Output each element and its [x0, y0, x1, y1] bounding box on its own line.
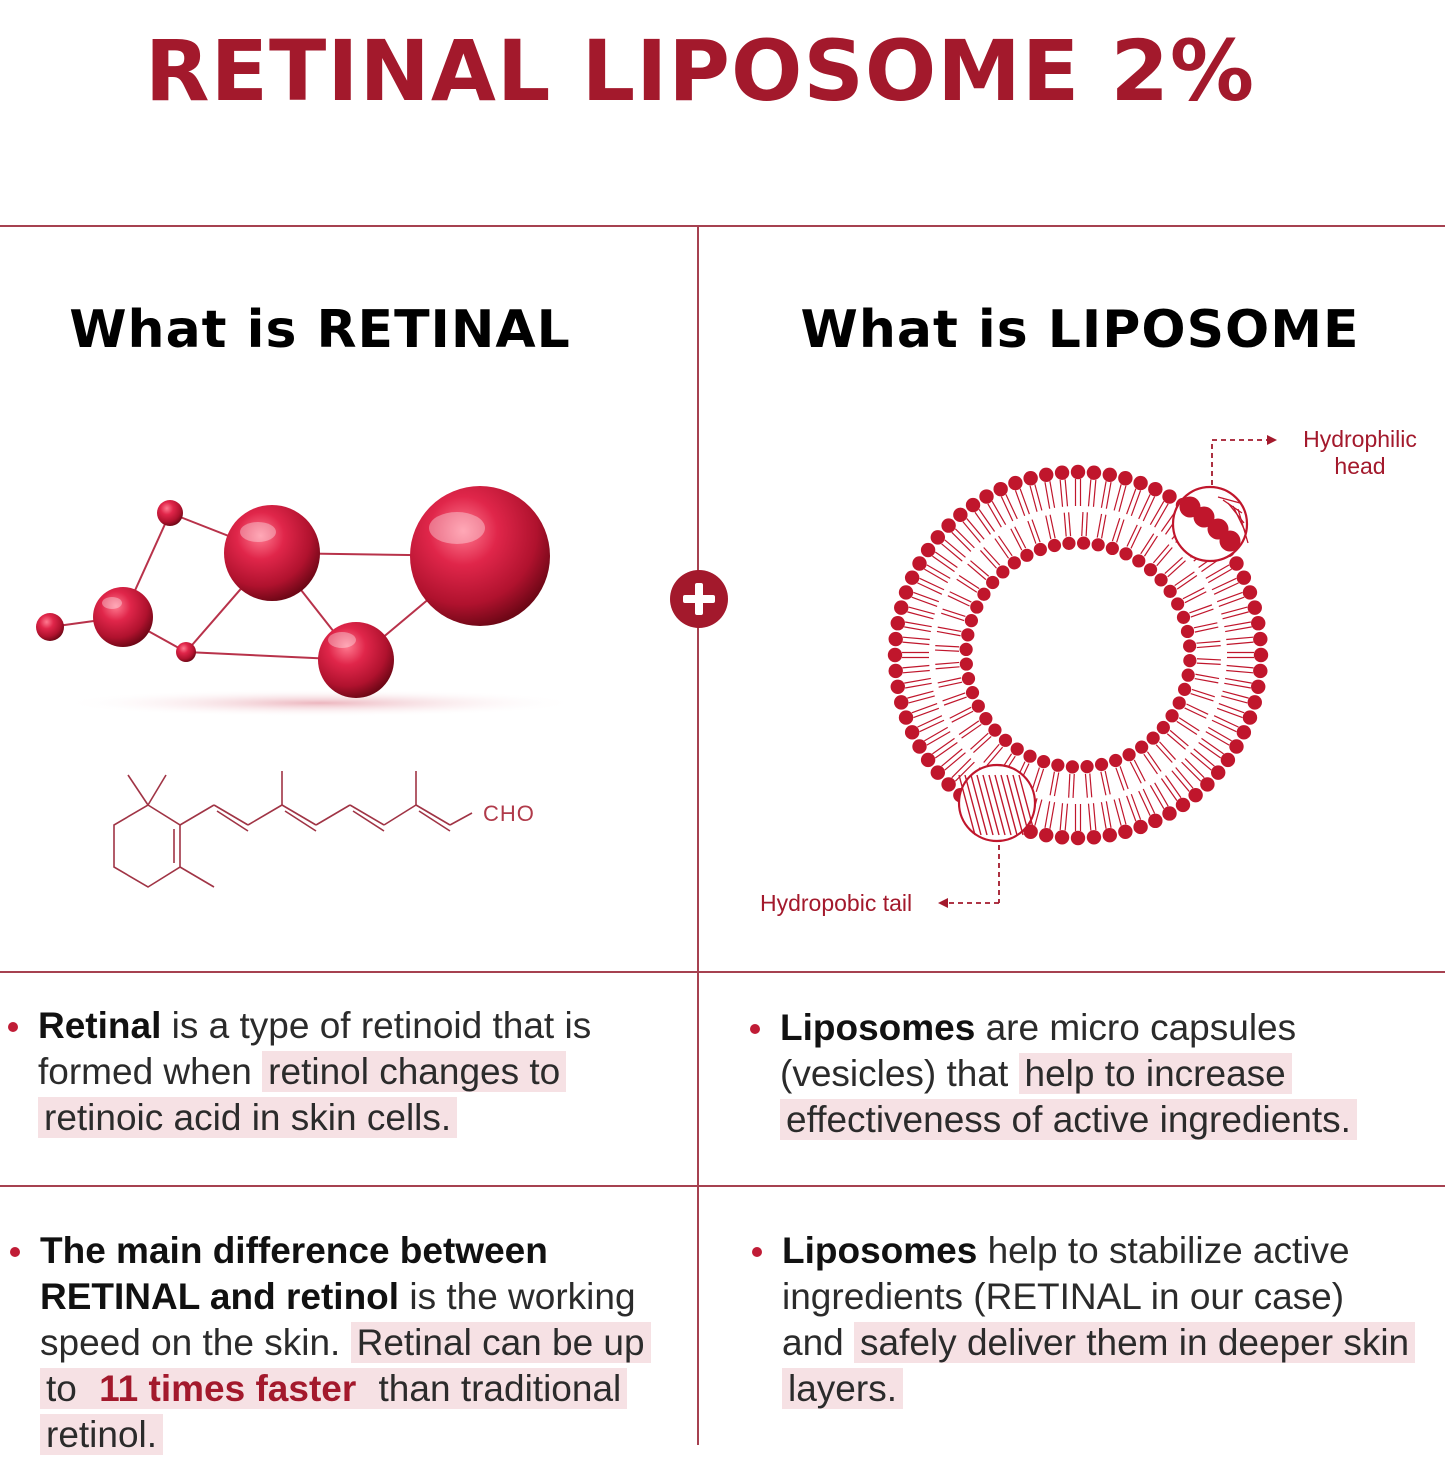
- liposome-icon: [887, 464, 1269, 846]
- bullet-dot: [10, 1247, 20, 1257]
- top-divider: [0, 225, 1445, 227]
- atom: [176, 642, 196, 662]
- retinal-bullet-1: Retinal is a type of retinoid that is fo…: [8, 1003, 658, 1141]
- retinal-molecule-icon: [36, 486, 580, 717]
- bullet-dot: [752, 1247, 762, 1257]
- head-pointer-arrow: [1211, 435, 1277, 485]
- retinal-structure-diagram: [113, 771, 473, 888]
- page-title: RETINAL LIPOSOME 2%: [144, 22, 1256, 120]
- tail-pointer-arrow: [938, 845, 1000, 908]
- retinal-heading: What is RETINAL: [69, 300, 571, 360]
- bullet-dot: [8, 1022, 18, 1032]
- liposome-bullet-2: Liposomes help to stabilize active ingre…: [752, 1228, 1416, 1412]
- atom: [93, 587, 153, 647]
- atom: [157, 500, 183, 526]
- hydrophilic-head-label: Hydrophilic head: [1303, 426, 1417, 479]
- atom: [410, 486, 550, 626]
- middle-divider: [0, 971, 1445, 973]
- liposome-bullet-1: Liposomes are micro capsules (vesicles) …: [750, 1005, 1410, 1143]
- lower-divider: [0, 1185, 1445, 1187]
- plus-icon: [670, 570, 728, 628]
- formula-group-label: CHO: [483, 801, 535, 826]
- liposome-heading: What is LIPOSOME: [800, 300, 1360, 360]
- center-divider: [697, 226, 699, 1445]
- atom: [224, 505, 320, 601]
- atom: [318, 622, 394, 698]
- hydrophobic-tail-label: Hydropobic tail: [760, 890, 913, 916]
- bullet-dot: [750, 1024, 760, 1034]
- atom: [36, 613, 64, 641]
- retinal-bullet-2: The main difference between RETINAL and …: [10, 1228, 670, 1458]
